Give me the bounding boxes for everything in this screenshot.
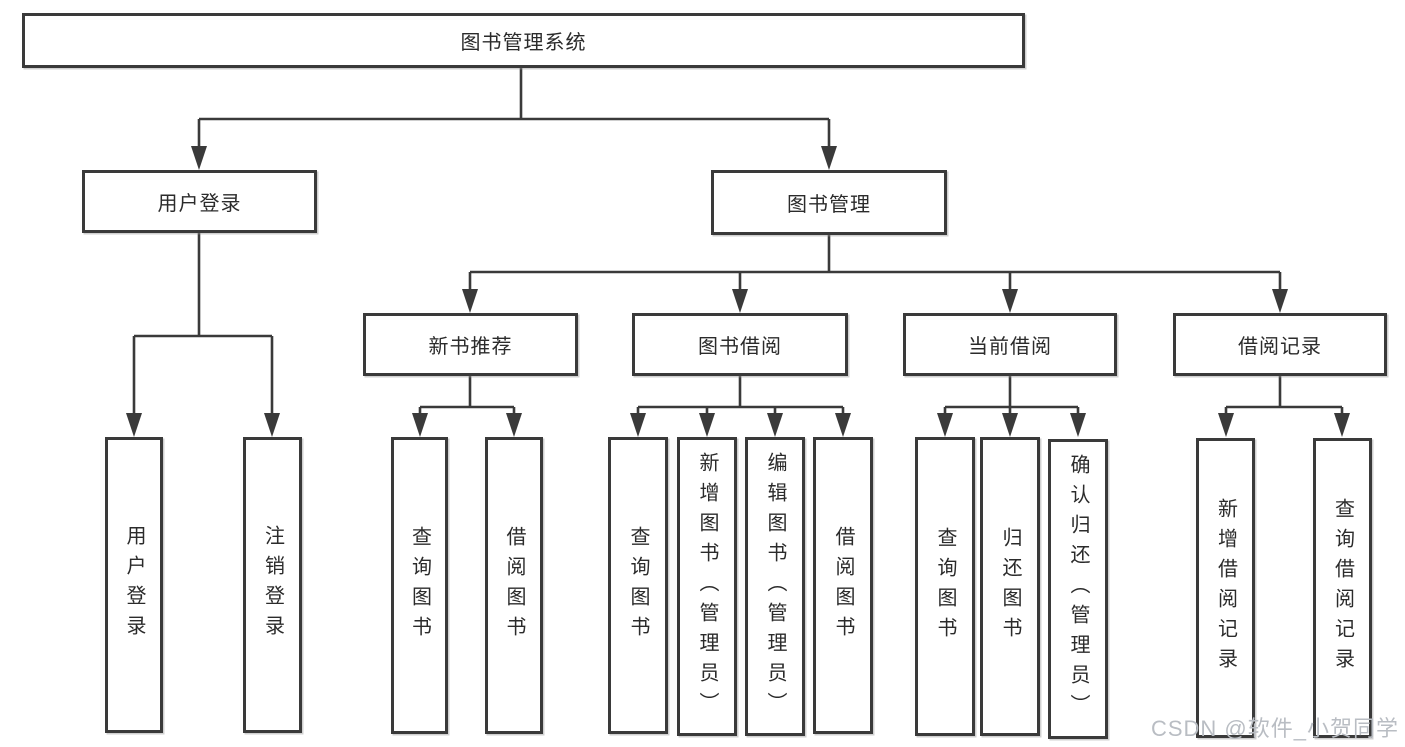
node-logout-leaf-label: 注销登录 — [261, 525, 284, 645]
connector-borrow-records-children — [1218, 376, 1350, 437]
node-borrow-books-borrow-label: 借阅图书 — [832, 525, 854, 646]
connector-current-borrow-children — [937, 376, 1086, 437]
node-user-login: 用户登录 — [82, 170, 317, 233]
connector-user-login-children — [126, 233, 280, 437]
node-query-books-borrow: 查询图书 — [608, 437, 668, 734]
node-edit-books-admin: 编辑图书（管理员） — [745, 437, 805, 736]
node-root-label: 图书管理系统 — [460, 32, 587, 54]
node-borrow-books-recommend: 借阅图书 — [485, 437, 543, 734]
connector-new-book-recommend-children — [412, 376, 522, 437]
node-edit-books-admin-label: 编辑图书（管理员） — [764, 451, 786, 722]
connector-book-management-to-level3 — [462, 235, 1288, 313]
arrowhead — [1218, 413, 1234, 437]
node-user-login-leaf: 用户登录 — [105, 437, 163, 733]
node-add-books-admin: 新增图书（管理员） — [677, 437, 737, 736]
arrowhead — [412, 413, 428, 437]
node-user-login-leaf-label: 用户登录 — [123, 525, 145, 645]
arrowhead — [1334, 413, 1350, 437]
csdn-watermark: CSDN @软件_小贺同学 — [1150, 716, 1399, 741]
arrowhead — [937, 413, 953, 437]
node-query-borrow-record-label: 查询借阅记录 — [1331, 498, 1354, 678]
arrowhead — [699, 413, 715, 437]
node-borrow-books-recommend-label: 借阅图书 — [503, 525, 525, 646]
node-query-books-recommend: 查询图书 — [391, 437, 448, 734]
arrowhead — [821, 146, 837, 170]
node-root: 图书管理系统 — [22, 13, 1025, 68]
node-logout-leaf: 注销登录 — [243, 437, 302, 733]
arrowhead — [1002, 289, 1018, 313]
node-return-books: 归还图书 — [980, 437, 1040, 736]
arrowhead — [1272, 289, 1288, 313]
node-user-login-label: 用户登录 — [157, 193, 242, 215]
arrowhead — [1070, 413, 1086, 437]
node-book-management: 图书管理 — [711, 170, 947, 235]
arrowhead — [835, 413, 851, 437]
node-borrow-books-borrow: 借阅图书 — [813, 437, 873, 734]
node-query-books-borrow-label: 查询图书 — [627, 525, 649, 646]
arrowhead — [1002, 413, 1018, 437]
node-new-book-recommend-label: 新书推荐 — [428, 336, 513, 358]
node-book-borrow: 图书借阅 — [632, 313, 848, 376]
arrowhead — [732, 289, 748, 313]
arrowhead — [191, 146, 207, 170]
arrowhead — [462, 289, 478, 313]
node-book-management-label: 图书管理 — [787, 194, 871, 216]
node-borrow-records-label: 借阅记录 — [1238, 336, 1322, 358]
node-query-borrow-record: 查询借阅记录 — [1313, 438, 1372, 738]
node-current-borrow-label: 当前借阅 — [968, 336, 1052, 358]
node-add-borrow-record: 新增借阅记录 — [1196, 438, 1255, 738]
arrowhead — [767, 413, 783, 437]
arrowhead — [630, 413, 646, 437]
arrowhead — [506, 413, 522, 437]
node-new-book-recommend: 新书推荐 — [363, 313, 578, 376]
node-current-borrow: 当前借阅 — [903, 313, 1117, 376]
node-query-books-current: 查询图书 — [915, 437, 975, 736]
node-borrow-records: 借阅记录 — [1173, 313, 1387, 376]
node-add-borrow-record-label: 新增借阅记录 — [1214, 498, 1237, 678]
node-query-books-recommend-label: 查询图书 — [408, 525, 431, 646]
arrowhead — [264, 413, 280, 437]
node-query-books-current-label: 查询图书 — [934, 526, 956, 647]
node-return-books-label: 归还图书 — [999, 526, 1021, 647]
connector-book-borrow-children — [630, 376, 851, 437]
connector-root-to-level2 — [191, 68, 837, 170]
node-confirm-return-admin: 确认归还（管理员） — [1048, 439, 1108, 739]
node-confirm-return-admin-label: 确认归还（管理员） — [1067, 454, 1089, 724]
arrowhead — [126, 413, 142, 437]
node-add-books-admin-label: 新增图书（管理员） — [696, 451, 718, 722]
node-book-borrow-label: 图书借阅 — [698, 336, 782, 358]
